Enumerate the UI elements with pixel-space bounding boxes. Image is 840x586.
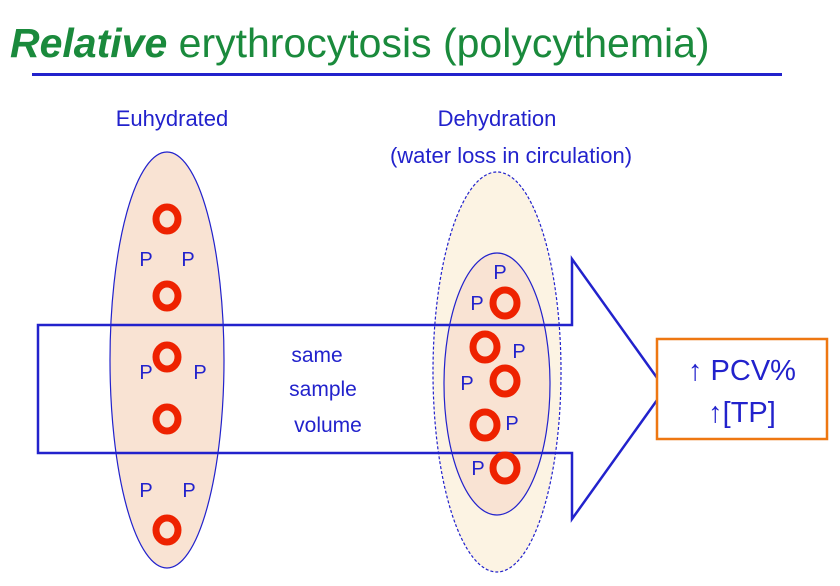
title-emphasis: Relative bbox=[10, 20, 168, 66]
red-blood-cell bbox=[469, 330, 501, 364]
arrow-caption-line3: volume bbox=[294, 414, 362, 437]
red-blood-cell bbox=[489, 451, 521, 485]
plasma-protein-label: P bbox=[139, 480, 152, 502]
red-blood-cell bbox=[152, 341, 182, 373]
label-euhydrated: Euhydrated bbox=[116, 106, 229, 131]
red-blood-cell bbox=[469, 408, 501, 442]
block-arrow bbox=[36, 255, 667, 523]
arrow-caption-line1: same bbox=[291, 344, 342, 367]
red-blood-cell bbox=[489, 364, 521, 398]
plasma-protein-label: P bbox=[139, 362, 152, 384]
plasma-protein-label: P bbox=[193, 362, 206, 384]
plasma-protein-label: P bbox=[470, 293, 483, 315]
result-pcv: ↑ PCV% bbox=[688, 355, 796, 387]
euhydrated-rbcs bbox=[152, 203, 182, 546]
plasma-protein-label: P bbox=[182, 480, 195, 502]
euhydrated-proteins: P P P P P P bbox=[139, 249, 206, 502]
plasma-protein-label: P bbox=[471, 458, 484, 480]
result-box bbox=[655, 337, 829, 441]
plasma-protein-label: P bbox=[505, 413, 518, 435]
dehydrated-proteins: P P P P P P bbox=[460, 262, 525, 480]
red-blood-cell bbox=[152, 514, 182, 546]
arrow-caption-line2: sample bbox=[289, 378, 357, 401]
label-dehydration: Dehydration bbox=[438, 106, 557, 131]
plasma-protein-label: P bbox=[181, 249, 194, 271]
dehydrated-sample-ellipse bbox=[443, 252, 551, 516]
red-blood-cell bbox=[152, 203, 182, 235]
title-underline bbox=[32, 73, 782, 76]
dehydrated-rbcs bbox=[469, 286, 521, 485]
plasma-protein-label: P bbox=[460, 373, 473, 395]
plasma-protein-label: P bbox=[493, 262, 506, 284]
red-blood-cell bbox=[152, 403, 182, 435]
label-dehydration-detail: (water loss in circulation) bbox=[390, 143, 632, 168]
red-blood-cell bbox=[489, 286, 521, 320]
title-rest: erythrocytosis (polycythemia) bbox=[167, 20, 710, 66]
plasma-protein-label: P bbox=[139, 249, 152, 271]
euhydrated-sample-ellipse bbox=[109, 151, 225, 569]
red-blood-cell bbox=[152, 280, 182, 312]
result-tp: ↑[TP] bbox=[708, 397, 776, 429]
plasma-protein-label: P bbox=[512, 341, 525, 363]
slide-title: Relative erythrocytosis (polycythemia) bbox=[10, 18, 710, 68]
